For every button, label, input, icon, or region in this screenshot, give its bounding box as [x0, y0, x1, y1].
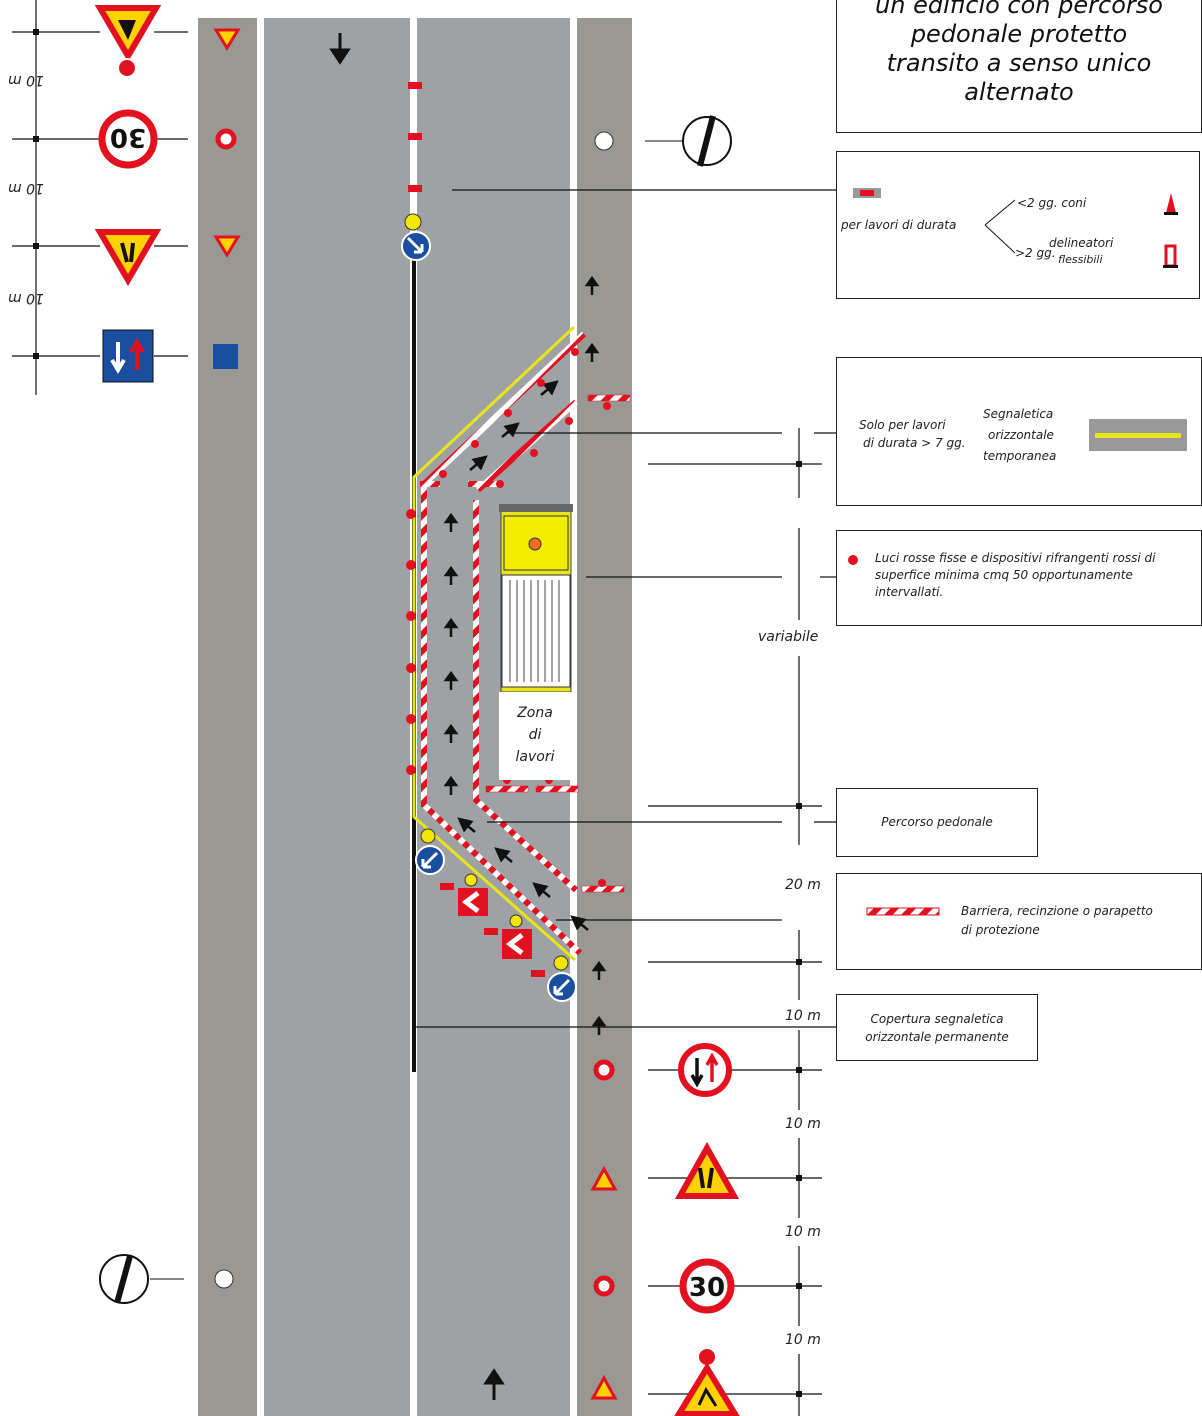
yellow-marking-legend-icon	[1089, 419, 1187, 451]
title-line-1: un edificio con percorso	[875, 0, 1163, 19]
end-restriction-sign-top	[645, 115, 732, 167]
priority-oncoming-sign	[678, 1043, 732, 1097]
give-way-men-at-work-sign	[94, 5, 162, 78]
distance-variable: variabile	[758, 629, 819, 645]
lights-line2: superfice minima cmq 50 opportunamente	[875, 568, 1133, 582]
temp-label-line2: orizzontale	[988, 428, 1054, 442]
traffic-arrows	[443, 275, 607, 1035]
temporary-marking-legend-box: Solo per lavori di durata > 7 gg. Segnal…	[836, 357, 1202, 506]
right-post-ticks	[796, 461, 802, 1397]
work-zone-label: Zona di lavori	[499, 702, 571, 768]
distance-right-2: 10 m	[785, 1116, 821, 1132]
barrier-segments	[420, 394, 631, 893]
pedestrian-path-box: Percorso pedonale	[836, 788, 1038, 857]
barrier-legend-icon	[866, 907, 940, 916]
keep-left-sign-top	[401, 213, 431, 261]
zone-line2: di	[528, 727, 542, 743]
lamps	[464, 873, 523, 928]
chevron-signs	[458, 888, 532, 959]
cone-markers	[408, 82, 545, 977]
distance-left-2: 10 m	[8, 180, 44, 196]
pedestrian-label: Percorso pedonale	[881, 815, 993, 829]
left-post-ticks	[33, 29, 39, 359]
title-line-4: alternato	[964, 78, 1074, 106]
cone-legend-long-prefix: >2 gg.	[1015, 246, 1056, 260]
left-edge-line	[257, 18, 264, 1416]
distance-20m: 20 m	[785, 877, 821, 893]
keep-left-sign-1	[415, 828, 445, 875]
speed-limit-text-left: 30	[110, 122, 146, 152]
distance-left-1: 10 m	[8, 72, 44, 88]
zone-line1: Zona	[517, 705, 553, 721]
temp-note-line1: Solo per lavori	[859, 418, 946, 432]
cone-legend-long-line2: flessibili	[1058, 253, 1103, 266]
title-line-3: transito a senso unico	[886, 49, 1152, 77]
barrier-line2: di protezione	[961, 923, 1040, 937]
road-narrows-sign	[674, 1141, 740, 1199]
work-zone-area	[499, 692, 571, 780]
barrier-legend-box: Barriera, recinzione o parapetto di prot…	[836, 873, 1202, 970]
barrier-outer	[421, 331, 587, 956]
left-sign-posts	[12, 0, 188, 395]
speed-limit-sign-right: 30	[679, 1258, 735, 1314]
cone-legend-long-line1: delineatori	[1049, 236, 1114, 250]
distance-left-3: 10 m	[8, 290, 44, 306]
leader-lines	[416, 189, 836, 1028]
cone-legend-icon	[853, 188, 1178, 268]
distance-right-3: 10 m	[785, 1224, 821, 1240]
cover-line1: Copertura segnaletica	[870, 1012, 1004, 1026]
barrier-inner	[473, 399, 579, 893]
men-at-work-sign	[674, 1347, 740, 1416]
temp-label-line3: temporanea	[983, 449, 1057, 463]
lane-arrows	[329, 33, 505, 1400]
lights-legend-box: Luci rosse fisse e dispositivi rifrangen…	[836, 530, 1202, 626]
cone-legend-box: per lavori di durata <2 gg. coni >2 gg. …	[836, 151, 1200, 299]
distance-right-1: 10 m	[785, 1008, 821, 1024]
work-vehicle	[499, 504, 573, 693]
temp-note-line2: di durata > 7 gg.	[863, 436, 966, 450]
shoulder-markers	[213, 28, 618, 1400]
temp-label-line1: Segnaletica	[983, 407, 1054, 421]
speed-limit-sign-left: 30	[98, 109, 158, 169]
give-way-narrowing-sign	[94, 229, 162, 286]
right-edge-line	[570, 18, 577, 1416]
barrier-line1: Barriera, recinzione o parapetto	[961, 904, 1153, 918]
right-sign-posts	[648, 428, 822, 1416]
cover-line2: orizzontale permanente	[865, 1030, 1009, 1044]
red-light-legend-icon	[848, 555, 858, 565]
zone-line3: lavori	[515, 749, 555, 765]
speed-limit-text-right: 30	[689, 1273, 725, 1303]
cover-legend-box: Copertura segnaletica orizzontale perman…	[836, 994, 1038, 1061]
keep-left-sign-2	[547, 955, 577, 1002]
lights-line1: Luci rosse fisse e dispositivi rifrangen…	[875, 551, 1156, 565]
temporary-yellow-marking	[412, 325, 576, 962]
right-shoulder	[577, 18, 632, 1416]
cone-legend-short: <2 gg. coni	[1017, 196, 1087, 210]
title-line-2: pedonale protetto	[910, 20, 1128, 48]
priority-sign	[102, 329, 154, 383]
end-restriction-sign-bottom	[99, 1254, 184, 1304]
distance-right-4: 10 m	[785, 1332, 821, 1348]
lights-line3: intervallati.	[875, 585, 944, 599]
left-shoulder	[198, 18, 257, 1416]
title-box: un edificio con percorso pedonale protet…	[836, 0, 1202, 133]
cone-legend-intro: per lavori di durata	[841, 218, 957, 232]
